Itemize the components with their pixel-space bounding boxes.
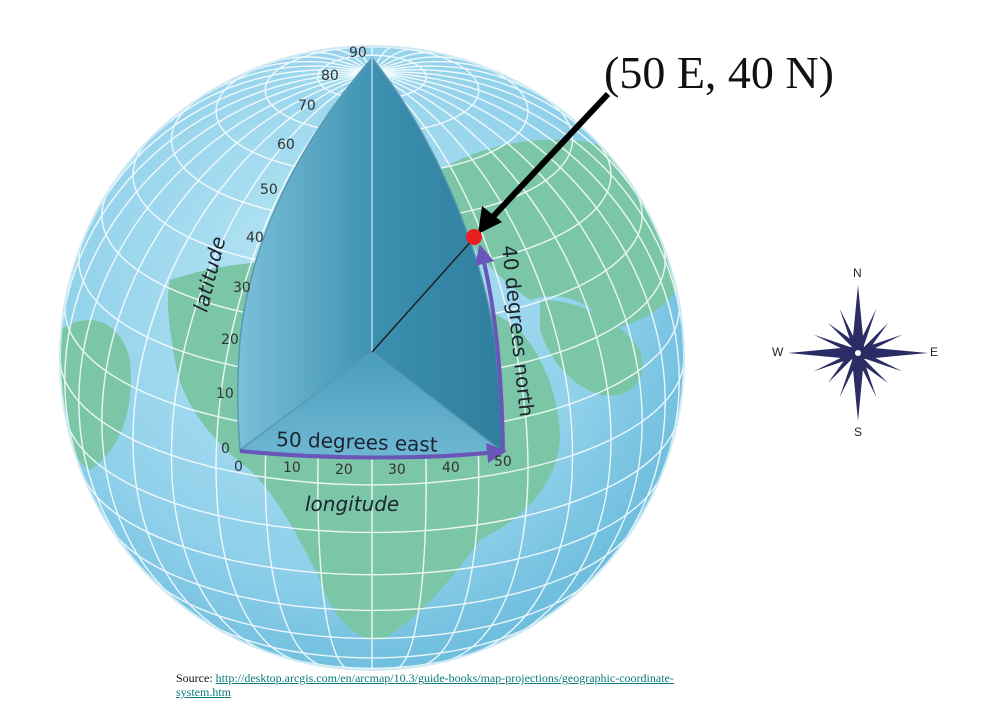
compass-east-point	[858, 347, 928, 359]
compass-letter-w: W	[772, 345, 784, 359]
continent-west	[60, 320, 131, 470]
east-arc-arrow	[239, 443, 507, 463]
east-arc-label: 50 degrees east	[276, 427, 438, 457]
source-citation: Source: http://desktop.arcgis.com/en/arc…	[176, 671, 816, 699]
compass-north-point	[852, 285, 864, 353]
source-link-line1: http://desktop.arcgis.com/en/arcmap/10.3…	[215, 671, 674, 685]
point-marker	[466, 229, 482, 245]
lat-tick-50: 50	[260, 182, 278, 198]
wedge-back-face	[236, 56, 373, 452]
latitude-ticks: 0 10 20 30 40 50 60 70 80 90	[216, 45, 367, 457]
lat-tick-90: 90	[349, 45, 367, 61]
compass-rose	[788, 285, 928, 421]
lon-tick-30: 30	[388, 462, 406, 478]
north-arc-arrow	[474, 244, 505, 453]
globe-rim	[59, 45, 685, 671]
lon-tick-40: 40	[442, 460, 460, 476]
radius-line	[371, 237, 475, 353]
compass-west-point	[788, 347, 858, 359]
compass-south-point	[852, 353, 864, 421]
source-link[interactable]: http://desktop.arcgis.com/en/arcmap/10.3…	[176, 671, 674, 699]
compass-cardinal-points	[788, 285, 928, 421]
continent-europe-asia	[440, 139, 684, 330]
compass-center	[855, 350, 861, 356]
lat-tick-70: 70	[298, 98, 316, 114]
lat-tick-80: 80	[321, 68, 339, 84]
compass-letter-n: N	[853, 266, 862, 280]
lat-tick-40: 40	[246, 230, 264, 246]
lat-tick-10: 10	[216, 386, 234, 402]
continent-arabia	[540, 300, 643, 396]
lon-tick-50: 50	[494, 454, 512, 470]
lon-tick-10: 10	[283, 460, 301, 476]
coordinate-callout: (50 E, 40 N)	[604, 47, 834, 98]
source-prefix: Source:	[176, 671, 216, 685]
source-link-line2: system.htm	[176, 685, 232, 699]
longitude-label: longitude	[305, 492, 399, 516]
lat-tick-30: 30	[233, 280, 251, 296]
longitude-ticks: 0 10 20 30 40 50	[234, 454, 512, 478]
callout-arrow-head	[478, 206, 502, 234]
compass-letter-e: E	[930, 345, 939, 359]
lon-tick-20: 20	[335, 462, 353, 478]
compass-letter-s: S	[854, 425, 863, 439]
lat-tick-60: 60	[277, 137, 295, 153]
cutaway-wedge	[236, 55, 505, 458]
lon-tick-0: 0	[234, 459, 243, 475]
lat-tick-20: 20	[221, 332, 239, 348]
callout-arrow-shaft	[485, 91, 611, 225]
lat-tick-0: 0	[221, 441, 230, 457]
